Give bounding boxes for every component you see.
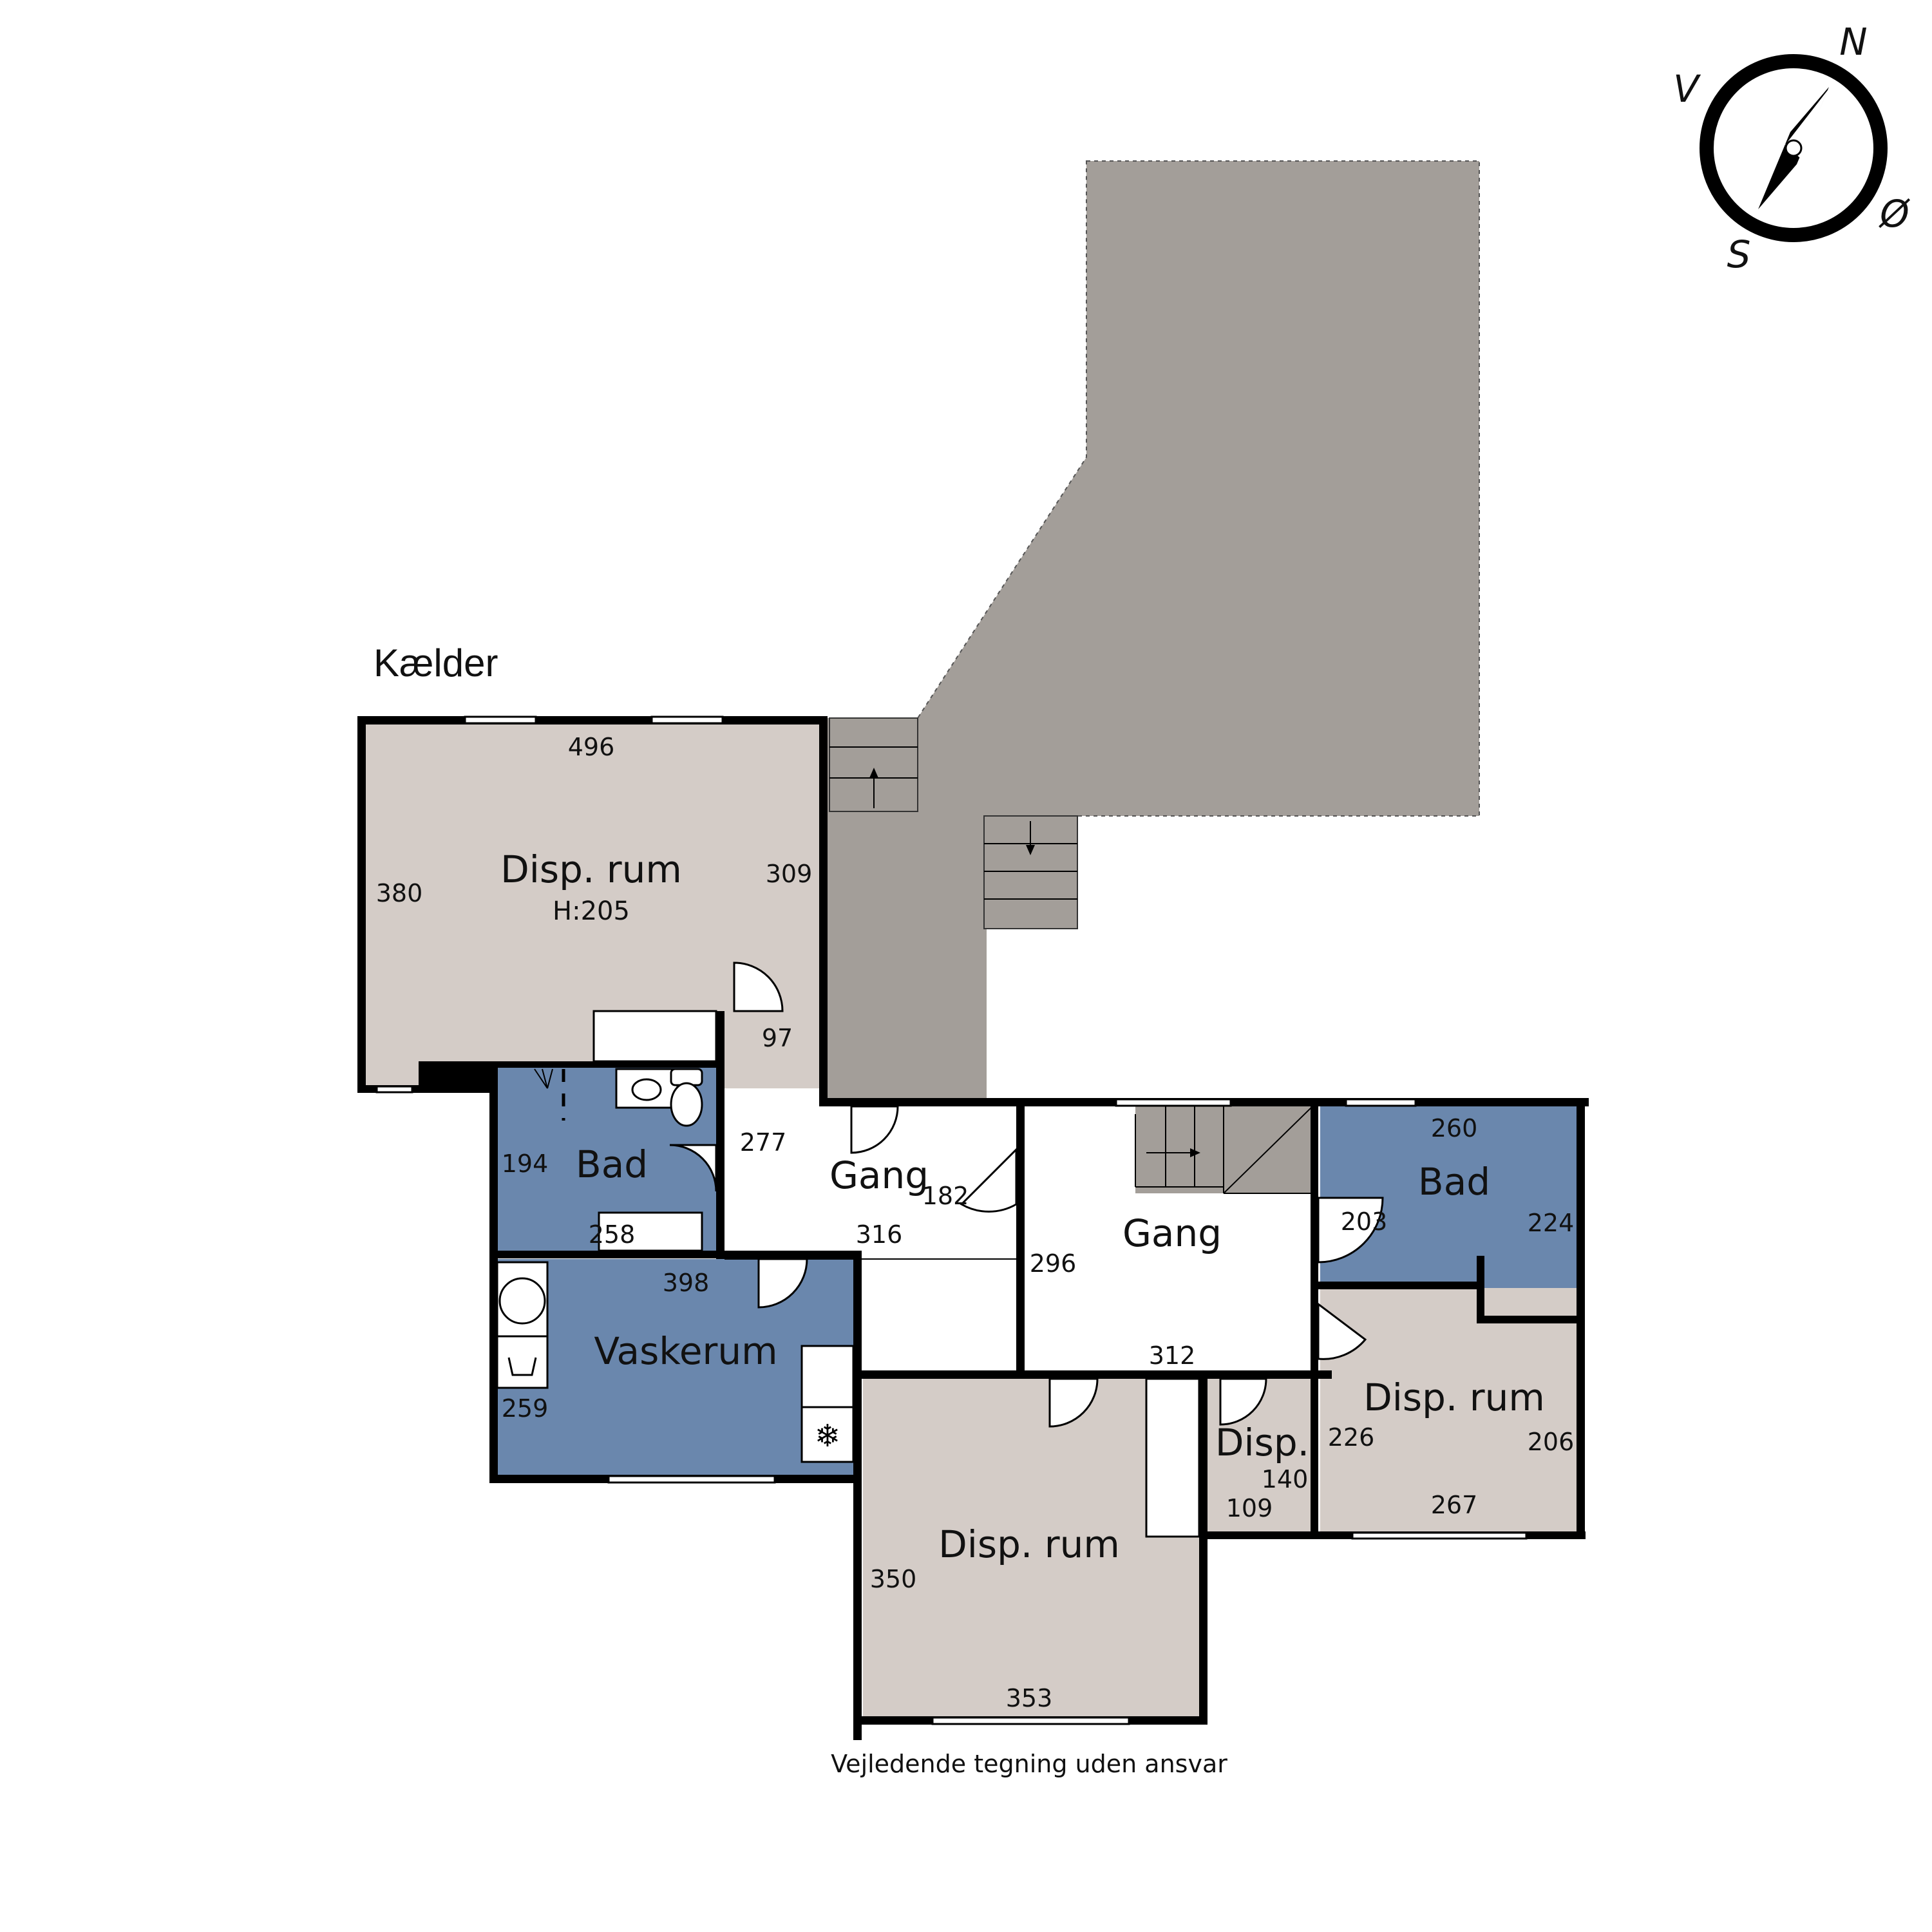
window (607, 1475, 776, 1484)
room-disp1-fill (364, 723, 821, 1088)
room-bad2-fill (1320, 1103, 1578, 1287)
room-disp1-dim: 380 (376, 879, 423, 907)
room-gang1-dim: 97 (762, 1024, 793, 1052)
room-gang2-name: Gang (1122, 1211, 1222, 1255)
shelf (1145, 1378, 1200, 1538)
stair-arrow-down-icon (1026, 845, 1035, 855)
room-bad2-dim: 260 (1431, 1114, 1478, 1142)
compass-south: S (1727, 232, 1751, 276)
terrace (917, 160, 1480, 817)
window (464, 715, 537, 724)
stair-arrow-right-icon (1190, 1148, 1200, 1157)
room-disp1-height: H:205 (553, 896, 630, 926)
window (931, 1716, 1130, 1725)
door (669, 1144, 717, 1192)
room-gang1-name: Gang (829, 1153, 929, 1197)
freezer (800, 1406, 855, 1463)
room-gang1-dim: 277 (740, 1128, 787, 1157)
disclaimer-footnote: Vejledende tegning uden ansvar (831, 1750, 1227, 1778)
washer-drum-icon (498, 1277, 546, 1325)
compass-icon: N V Ø S (1673, 20, 1910, 276)
room-disp2-dim: 206 (1528, 1428, 1575, 1456)
room-bad2-name: Bad (1418, 1160, 1490, 1204)
room-disp3-name: Disp. (1215, 1421, 1309, 1464)
fixtures: ❄ (496, 1010, 1313, 1538)
snowflake-icon: ❄ (815, 1418, 840, 1454)
room-gang2-dim: 296 (1030, 1249, 1077, 1278)
room-bad2-dim: 224 (1528, 1209, 1575, 1237)
toilet-icon (670, 1082, 703, 1127)
stair-arrow-up-icon (869, 768, 878, 778)
room-disp4-name: Disp. rum (938, 1522, 1120, 1566)
door (1317, 1197, 1384, 1264)
bench (598, 1211, 703, 1252)
room-disp2-dim: 226 (1328, 1423, 1375, 1452)
doors (669, 961, 1384, 1428)
door (850, 1105, 899, 1154)
room-disp1-dim: 309 (766, 860, 813, 888)
door (960, 1147, 1018, 1213)
room-bad1-dim: 258 (589, 1220, 636, 1249)
room-gang1-dim: 182 (922, 1182, 969, 1210)
room-bad1-name: Bad (576, 1142, 648, 1186)
outdoor-area (826, 160, 1480, 1098)
compass-east: Ø (1879, 192, 1910, 236)
window (1345, 1098, 1417, 1107)
door (757, 1258, 808, 1309)
room-vask-dim: 398 (663, 1269, 710, 1297)
door (1317, 1302, 1367, 1360)
room-disp4-dim: 350 (870, 1565, 917, 1593)
wash-tub (496, 1335, 549, 1389)
compass-north: N (1839, 20, 1867, 64)
room-vask-name: Vaskerum (594, 1329, 777, 1373)
room-disp1-name: Disp. rum (500, 848, 682, 891)
room-disp1-dim: 496 (568, 733, 615, 761)
window (650, 715, 724, 724)
room-gang2-dim: 203 (1341, 1208, 1388, 1236)
room-bad1-dim: 194 (502, 1150, 549, 1178)
room-disp2-name: Disp. rum (1363, 1376, 1545, 1419)
room-vask-fill (496, 1259, 855, 1476)
door (1219, 1378, 1267, 1426)
room-disp2-fill (1320, 1288, 1577, 1533)
windows (375, 715, 1528, 1725)
room-disp2-dim: 267 (1431, 1491, 1478, 1519)
room-disp4-dim: 353 (1006, 1684, 1053, 1712)
room-gang2-dim: 312 (1149, 1341, 1196, 1370)
room-disp3-dim: 109 (1226, 1494, 1273, 1522)
window (375, 1085, 413, 1094)
door (733, 961, 784, 1012)
floor-title: Kælder (374, 641, 498, 685)
shower-head-icon (534, 1068, 553, 1089)
cabinet (592, 1010, 717, 1063)
inside-stairs (1135, 1106, 1313, 1194)
window (1115, 1098, 1232, 1107)
door (1048, 1378, 1099, 1428)
room-disp3-dim: 140 (1262, 1465, 1309, 1493)
room-labels: Disp. rum H:205 496 380 309 Bad 194 258 … (376, 733, 1575, 1712)
sink-icon (631, 1078, 662, 1101)
room-gang1-dim: 316 (856, 1220, 903, 1249)
counter (800, 1345, 855, 1408)
room-vask-dim: 259 (502, 1394, 549, 1423)
compass-west: V (1673, 67, 1701, 111)
window (1351, 1531, 1528, 1540)
wash-tub-icon (507, 1357, 537, 1376)
